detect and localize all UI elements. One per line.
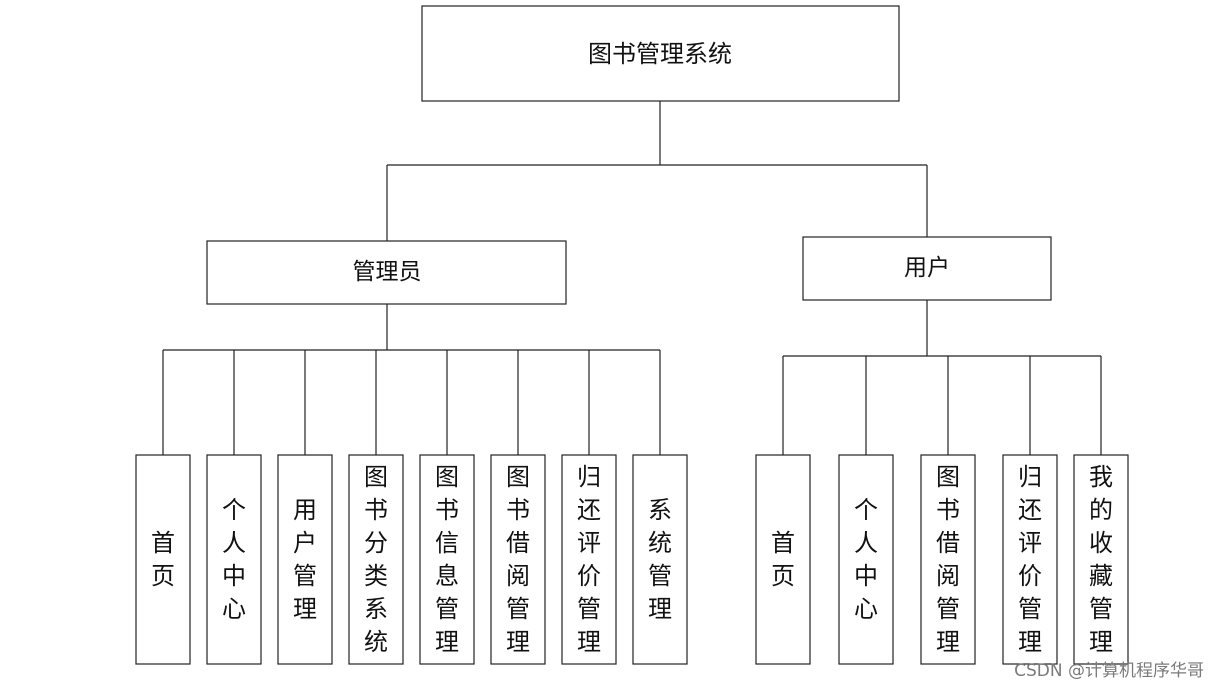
admin-module-node: 图书信息管理 <box>419 454 475 665</box>
user-module-node: 归还评价管理 <box>1002 454 1058 665</box>
user-module-label: 我的收藏管理 <box>1089 463 1113 656</box>
user-module-node: 首页 <box>755 454 811 665</box>
admin-module-group: 首页 个人中心 用户管理 图书分类系统 图书信息管理 图书借阅管理 归还评价管理 系统管理 <box>135 454 688 665</box>
admin-module-node: 系统管理 <box>632 454 688 665</box>
user-module-node: 图书借阅管理 <box>920 454 976 665</box>
branch-node-admin-label: 管理员 <box>353 259 422 285</box>
branch-node-user-label: 用户 <box>904 255 950 281</box>
admin-module-label: 图书借阅管理 <box>506 463 530 656</box>
admin-module-node: 归还评价管理 <box>561 454 617 665</box>
user-module-node: 个人中心 <box>838 454 894 665</box>
admin-module-node: 个人中心 <box>206 454 262 665</box>
branch-node-admin: 管理员 <box>206 240 567 305</box>
user-module-label: 个人中心 <box>854 496 878 623</box>
admin-module-node: 图书借阅管理 <box>490 454 546 665</box>
admin-module-node: 图书分类系统 <box>348 454 404 665</box>
user-module-label: 归还评价管理 <box>1018 463 1042 656</box>
admin-module-label: 用户管理 <box>293 496 317 623</box>
connectors <box>162 101 1102 455</box>
admin-module-label: 图书分类系统 <box>364 463 388 656</box>
user-module-node: 我的收藏管理 <box>1073 454 1129 665</box>
admin-module-label: 系统管理 <box>648 496 672 623</box>
user-module-label: 首页 <box>771 529 795 590</box>
admin-module-label: 图书信息管理 <box>435 463 459 656</box>
root-node-label: 图书管理系统 <box>588 40 732 68</box>
admin-module-label: 归还评价管理 <box>577 463 601 656</box>
admin-module-label: 个人中心 <box>222 496 246 623</box>
user-module-label: 图书借阅管理 <box>936 463 960 656</box>
watermark: CSDN @计算机程序华哥 <box>1014 661 1204 681</box>
admin-module-label: 首页 <box>151 529 175 590</box>
branch-node-user: 用户 <box>802 236 1052 301</box>
admin-module-node: 首页 <box>135 454 191 665</box>
root-node: 图书管理系统 <box>421 5 900 102</box>
user-module-group: 首页 个人中心 图书借阅管理 归还评价管理 我的收藏管理 <box>755 454 1129 665</box>
admin-module-node: 用户管理 <box>277 454 333 665</box>
